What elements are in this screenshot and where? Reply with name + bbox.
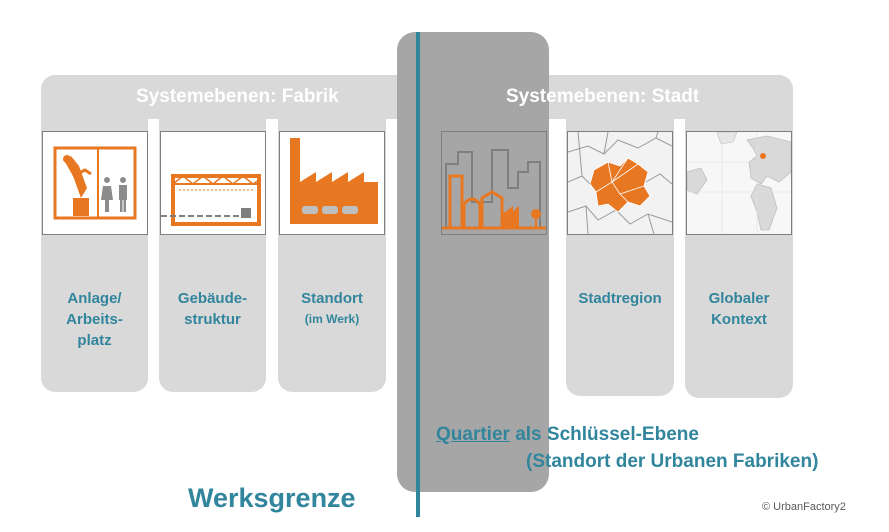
banner-stadt-label: Systemebenen: Stadt: [506, 86, 700, 107]
label-gebaeude: Gebäude- struktur: [177, 290, 248, 328]
world-map-icon: [687, 132, 791, 234]
gebaeude-image: [160, 131, 266, 235]
werksgrenze-line: [416, 32, 420, 517]
factory-icon: [290, 138, 378, 224]
banner-fabrik: [41, 75, 416, 119]
stadtregion-image: [567, 131, 673, 235]
robot-arm-icon: [53, 146, 137, 220]
label-stadtregion: Stadtregion: [578, 290, 662, 307]
banner-fabrik-label: Systemebenen: Fabrik: [136, 86, 339, 107]
copyright: © UrbanFactory2: [762, 501, 846, 513]
city-skyline-icon: [442, 149, 546, 230]
region-map-icon: [568, 132, 672, 234]
label-standort: Standort (im Werk): [301, 290, 363, 326]
quartier-column: [397, 32, 549, 492]
quartier-heading: Quartier als Schlüssel-Ebene: [436, 424, 699, 446]
quartier-subheading: (Standort der Urbanen Fabriken): [526, 451, 819, 472]
quartier-rest: als Schlüssel-Ebene: [509, 424, 699, 445]
quartier-image: [441, 131, 547, 235]
quartier-keyword: Quartier: [436, 424, 510, 445]
standort-image: [279, 131, 385, 235]
building-structure-icon: [161, 174, 261, 226]
label-anlage: Anlage/ Arbeits- platz: [66, 290, 123, 349]
anlage-image: [42, 131, 148, 235]
global-image: [686, 131, 792, 235]
werksgrenze-label: Werksgrenze: [188, 483, 356, 513]
label-global: Globaler Kontext: [708, 290, 770, 328]
